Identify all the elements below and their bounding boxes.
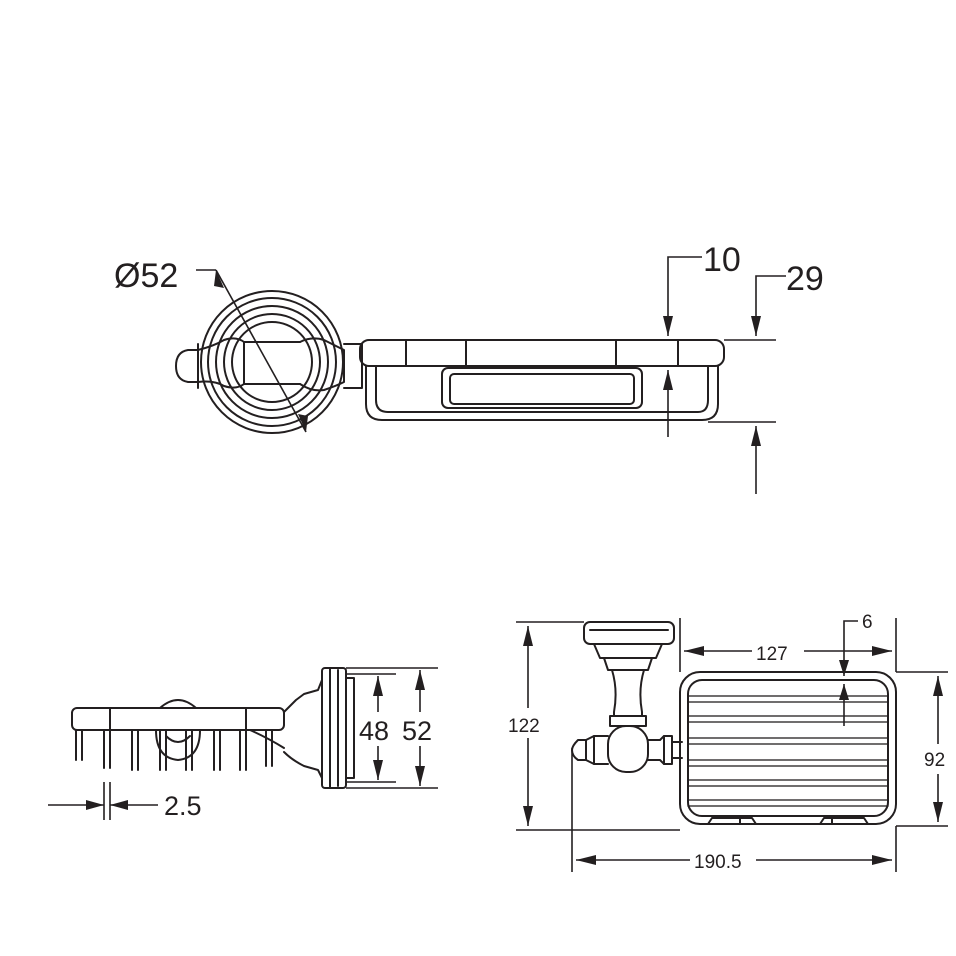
dim-52-label: 52 [402,716,432,746]
diameter-label: Ø52 [114,257,178,295]
dim-29: 29 [708,260,824,494]
dim-6: 6 [839,612,873,726]
wall-flange [200,290,344,434]
dim-2-5: 2.5 [48,782,202,821]
dim-92: 92 [896,671,956,827]
finial [175,337,363,392]
basket-side [71,699,285,771]
dim-122: 122 [504,621,680,831]
dim-6-label: 6 [862,612,873,633]
dim-48-label: 48 [359,716,389,746]
front-mount [571,621,683,773]
dim-190-5-label: 190.5 [694,852,742,873]
dim-2-5-label: 2.5 [164,791,202,821]
dim-48-52: 48 52 [346,667,440,789]
diameter-dimension: Ø52 [114,257,308,433]
front-basket [679,671,897,825]
dim-127-label: 127 [756,644,788,665]
dim-127: 127 [679,618,897,672]
dim-122-label: 122 [508,716,540,737]
dim-92-label: 92 [924,750,945,771]
top-view: Ø52 10 29 [114,241,824,494]
dim-29-label: 29 [786,260,824,298]
side-view: 48 52 2.5 [48,667,440,821]
basket-top [359,339,725,421]
dim-10-label: 10 [703,241,741,279]
dim-190-5: 190.5 [571,748,897,874]
side-bracket [249,667,355,789]
front-view: 122 127 6 92 [504,612,956,874]
dim-10: 10 [663,241,741,437]
